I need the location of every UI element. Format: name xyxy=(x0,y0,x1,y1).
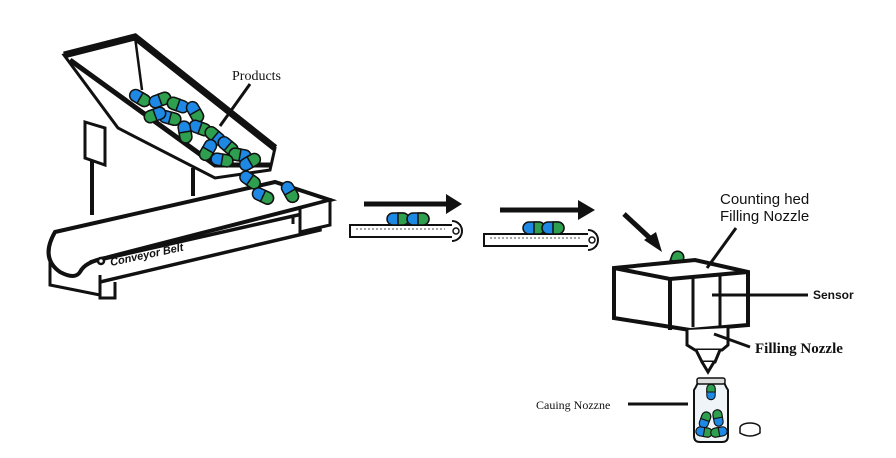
conveyor-segment-1 xyxy=(349,194,463,242)
counting-head-box xyxy=(612,257,750,333)
bottle-neck xyxy=(696,377,726,385)
products-label: Products xyxy=(232,69,281,84)
conveyor-end-block xyxy=(298,198,332,234)
capsule xyxy=(541,221,565,235)
flow-arrow-shaft xyxy=(622,212,654,242)
counting-head: Counting hed Filling Nozzle Sensor Filli… xyxy=(612,191,854,375)
counting-head-label-line2: Filling Nozzle xyxy=(720,208,809,225)
hopper-conveyor-assembly: Conveyor Belt Products xyxy=(46,33,338,300)
sensor-label: Sensor xyxy=(813,288,854,302)
bottle-assembly: Cauing Nozzne xyxy=(536,377,761,443)
flow-arrow-icon xyxy=(578,200,595,220)
flow-arrow-icon xyxy=(644,232,662,252)
mini-belt xyxy=(349,224,461,238)
counting-head-label-line1: Counting hed xyxy=(720,191,809,208)
filling-nozzle-label: Filling Nozzle xyxy=(755,341,843,357)
filling-nozzle-leader xyxy=(713,332,751,349)
capsule xyxy=(386,212,410,226)
mini-belt xyxy=(483,233,597,247)
hopper-strut xyxy=(133,36,144,91)
support-bracket xyxy=(83,119,107,168)
conveyor-roller-icon xyxy=(96,256,106,266)
flow-arrow-icon xyxy=(446,194,462,214)
products-leader-line xyxy=(218,83,252,127)
filling-nozzle-shape xyxy=(685,328,730,352)
capping-nozzle-label: Cauing Nozzne xyxy=(536,398,610,412)
capsule xyxy=(406,212,430,226)
capsule xyxy=(706,383,716,401)
counting-head-leader xyxy=(705,227,738,269)
conveyor-segment-2 xyxy=(483,200,599,251)
